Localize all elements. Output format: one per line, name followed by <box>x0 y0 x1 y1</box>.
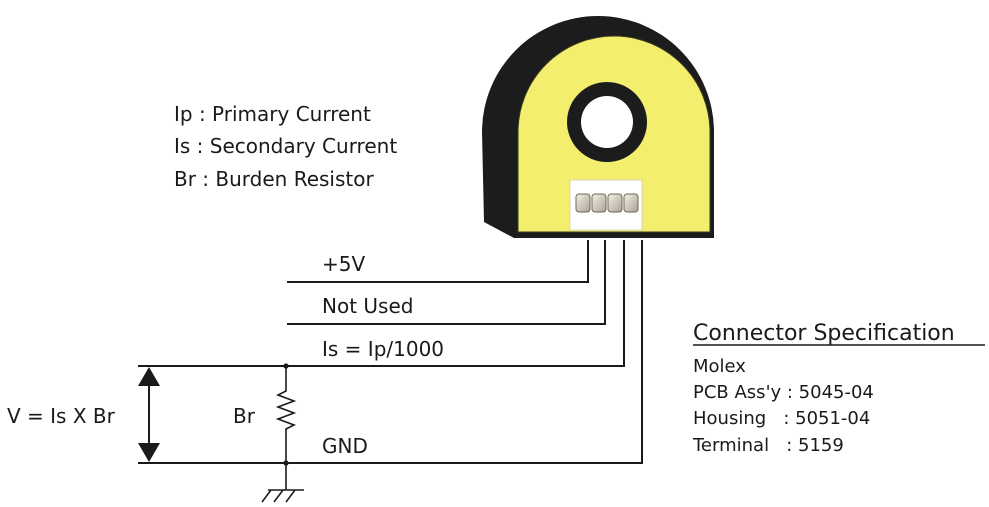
label-plus5v: +5V <box>322 252 365 276</box>
connector-terminal: Terminal : 5159 <box>692 435 844 456</box>
wire-gnd <box>138 240 643 464</box>
label-voltage: V = Is X Br <box>7 404 116 428</box>
connector-maker: Molex <box>693 356 746 377</box>
resistor-symbol <box>275 366 297 463</box>
wires <box>138 240 643 464</box>
legend-ip: Ip : Primary Current <box>174 102 371 126</box>
wire-not-used <box>287 240 606 325</box>
label-resistor: Br <box>233 404 256 428</box>
sensor-core-hole <box>581 96 633 148</box>
label-gnd: GND <box>322 434 368 458</box>
label-is-formula: Is = Ip/1000 <box>322 337 444 361</box>
connector-pcb: PCB Ass'y : 5045-04 <box>693 382 874 403</box>
wire-plus5v <box>287 240 589 283</box>
connector-housing: Housing : 5051-04 <box>693 408 870 429</box>
connector-header <box>569 179 643 231</box>
wire-is <box>138 240 625 367</box>
current-sensor <box>482 16 714 238</box>
voltage-arrow <box>138 367 160 462</box>
legend-br: Br : Burden Resistor <box>174 167 374 191</box>
legend-is: Is : Secondary Current <box>174 134 397 158</box>
burden-resistor <box>275 363 297 466</box>
ground-symbol <box>261 463 304 503</box>
connector-spec-title: Connector Specification <box>693 321 955 346</box>
label-not-used: Not Used <box>322 294 413 318</box>
